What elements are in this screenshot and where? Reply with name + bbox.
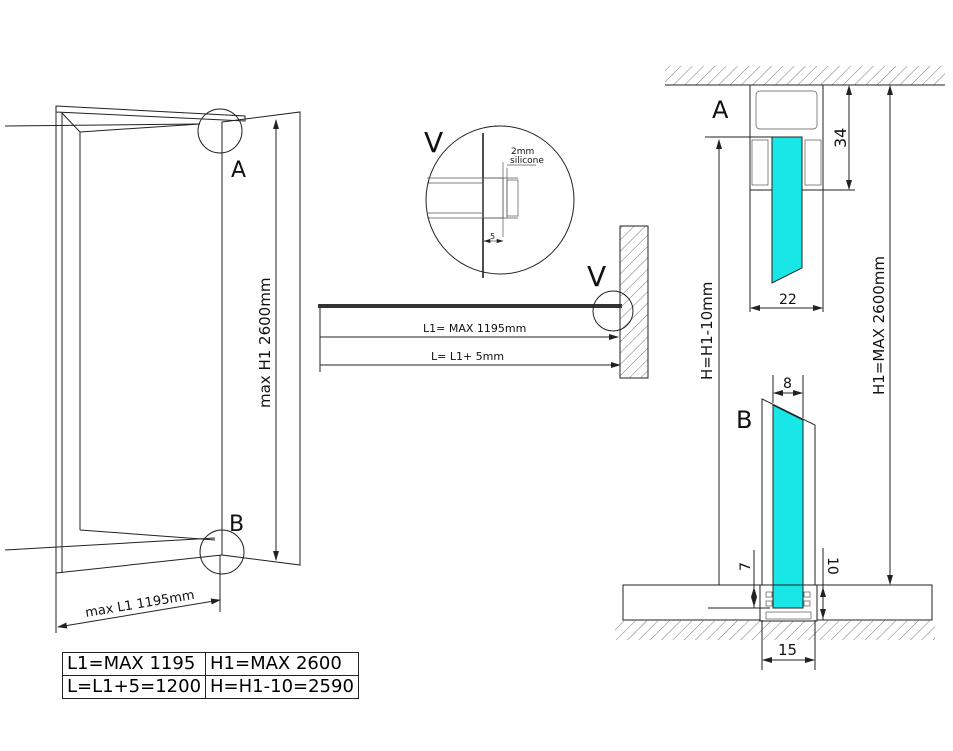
dimension-15: 15 [778,641,797,659]
section-label-b: B [736,406,752,434]
gap-dimension: 5 [490,232,495,241]
table-cell: L1=MAX 1195 [61,652,207,676]
dimension-7: 7 [738,562,754,571]
l-dimension: L= L1+ 5mm [431,350,504,363]
width-dimension: max L1 1195mm [84,588,195,621]
dimension-8: 8 [783,376,792,392]
h-dimension: H=H1-10mm [698,282,716,380]
h1-dimension: H1=MAX 2600mm [870,256,888,395]
dimension-34: 34 [831,128,850,148]
top-view: V L1= MAX 1195mm L= L1+ 5mm [318,225,649,379]
table-row: L=L1+5=1200 H=H1-10=2590 [61,675,359,699]
section-view: A 34 22 H=H1-10mm H1=MAX 2600mm 8 B 7 10 [615,66,945,670]
detail-v-label: V [424,126,443,159]
label-b: B [229,512,244,537]
table-cell: H=H1-10=2590 [205,675,359,699]
table-row: L1=MAX 1195 H1=MAX 2600 [61,652,359,676]
top-view-v-label: V [587,260,606,293]
silicone-thickness: 2mm [511,147,534,157]
perspective-view: A B max H1 2600mm max L1 1195mm [4,105,301,633]
detail-circle-b [199,529,245,575]
dimension-22: 22 [779,292,797,308]
section-label-a: A [712,96,729,124]
height-dimension: max H1 2600mm [256,278,274,408]
detail-v: V 2mm silicone 5 [424,125,575,278]
dimension-table: L1=MAX 1195 H1=MAX 2600 L=L1+5=1200 H=H1… [61,652,359,699]
table-cell: L=L1+5=1200 [61,675,207,699]
dimension-10: 10 [824,557,840,575]
detail-circle-a [197,108,243,154]
label-a: A [231,158,246,183]
table-cell: H1=MAX 2600 [205,652,359,676]
l1-dimension: L1= MAX 1195mm [423,322,526,335]
silicone-label: silicone [510,156,544,166]
